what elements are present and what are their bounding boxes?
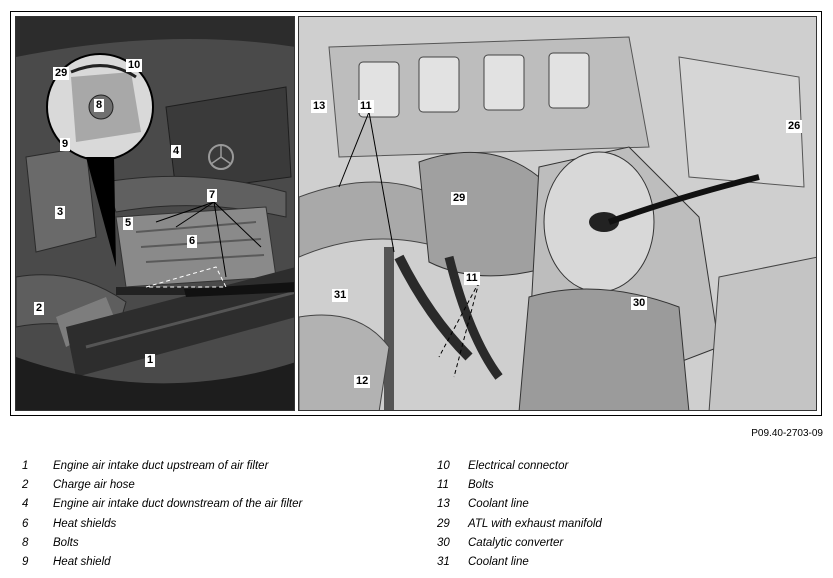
- callout-11-top: 11: [358, 100, 374, 113]
- callout-2: 2: [34, 302, 45, 315]
- legend-text: Charge air hose: [53, 479, 135, 492]
- callout-29-left: 29: [53, 67, 70, 80]
- callout-4: 4: [171, 145, 182, 158]
- legend-item: 10 Electrical connector: [437, 460, 602, 479]
- legend-num: 29: [437, 517, 450, 530]
- callout-7: 7: [207, 189, 218, 202]
- callout-26: 26: [786, 120, 803, 133]
- legend-num: 6: [22, 517, 29, 530]
- turbocharger-detail-photo: 13 11 26 29 31 11 30 12: [298, 16, 817, 411]
- legend-item: 11 Bolts: [437, 479, 602, 498]
- legend-item: 13 Coolant line: [437, 498, 602, 517]
- legend-item: 2 Charge air hose: [22, 479, 302, 498]
- legend-num: 8: [22, 536, 29, 549]
- legend-item: 31 Coolant line: [437, 556, 602, 575]
- legend-item: 30 Catalytic converter: [437, 537, 602, 556]
- legend-item: 9 Heat shield: [22, 556, 302, 575]
- callout-13: 13: [311, 100, 328, 113]
- legend-text: Bolts: [468, 479, 494, 492]
- legend-num: 11: [437, 479, 449, 492]
- legend-item: 8 Bolts: [22, 537, 302, 556]
- legend-text: Electrical connector: [468, 460, 569, 472]
- callout-29-right: 29: [451, 192, 468, 205]
- legend-text: Heat shield: [53, 555, 111, 568]
- callout-30: 30: [631, 297, 648, 310]
- legend-num: 10: [437, 460, 450, 472]
- engine-bay-illustration: [16, 17, 294, 410]
- legend-text: Bolts: [53, 536, 79, 549]
- legend-num: 31: [437, 555, 450, 568]
- legend-item: 1 Engine air intake duct upstream of air …: [22, 460, 302, 479]
- legend-item: 6 Heat shields: [22, 518, 302, 537]
- callout-3: 3: [55, 206, 66, 219]
- legend-num: 2: [22, 479, 29, 492]
- legend-text: ATL with exhaust manifold: [468, 517, 602, 530]
- callout-12: 12: [354, 375, 371, 388]
- legend-item: 29 ATL with exhaust manifold: [437, 518, 602, 537]
- legend-text: Engine air intake duct downstream of the…: [53, 498, 303, 511]
- engine-bay-photo: 10 29 8 9 4 3 5 7 6 2 1: [15, 16, 295, 411]
- figure-reference: P09.40-2703-09: [751, 428, 823, 439]
- legend-text: Coolant line: [468, 555, 529, 568]
- callout-10: 10: [126, 59, 143, 72]
- callout-31: 31: [332, 289, 349, 302]
- callout-11-bottom: 11: [464, 272, 480, 285]
- legend-num: 9: [22, 555, 29, 568]
- legend-num: 30: [437, 536, 450, 549]
- callout-9: 9: [60, 138, 71, 151]
- callout-8: 8: [94, 99, 105, 112]
- legend-num: 4: [22, 498, 29, 511]
- figure-frame: 10 29 8 9 4 3 5 7 6 2 1: [10, 11, 822, 416]
- callout-5: 5: [123, 217, 134, 230]
- legend-text: Heat shields: [53, 517, 117, 530]
- callout-6: 6: [187, 235, 198, 248]
- legend-left: 1 Engine air intake duct upstream of air …: [22, 460, 302, 575]
- legend-num: 1: [22, 460, 29, 472]
- legend-num: 13: [437, 498, 450, 511]
- legend-text: Coolant line: [468, 498, 529, 511]
- callout-1: 1: [145, 354, 156, 367]
- legend-text: Catalytic converter: [468, 536, 564, 549]
- legend-item: 4 Engine air intake duct downstream of th…: [22, 498, 302, 517]
- turbocharger-illustration: [299, 17, 816, 410]
- legend-text: Engine air intake duct upstream of air f…: [53, 460, 269, 472]
